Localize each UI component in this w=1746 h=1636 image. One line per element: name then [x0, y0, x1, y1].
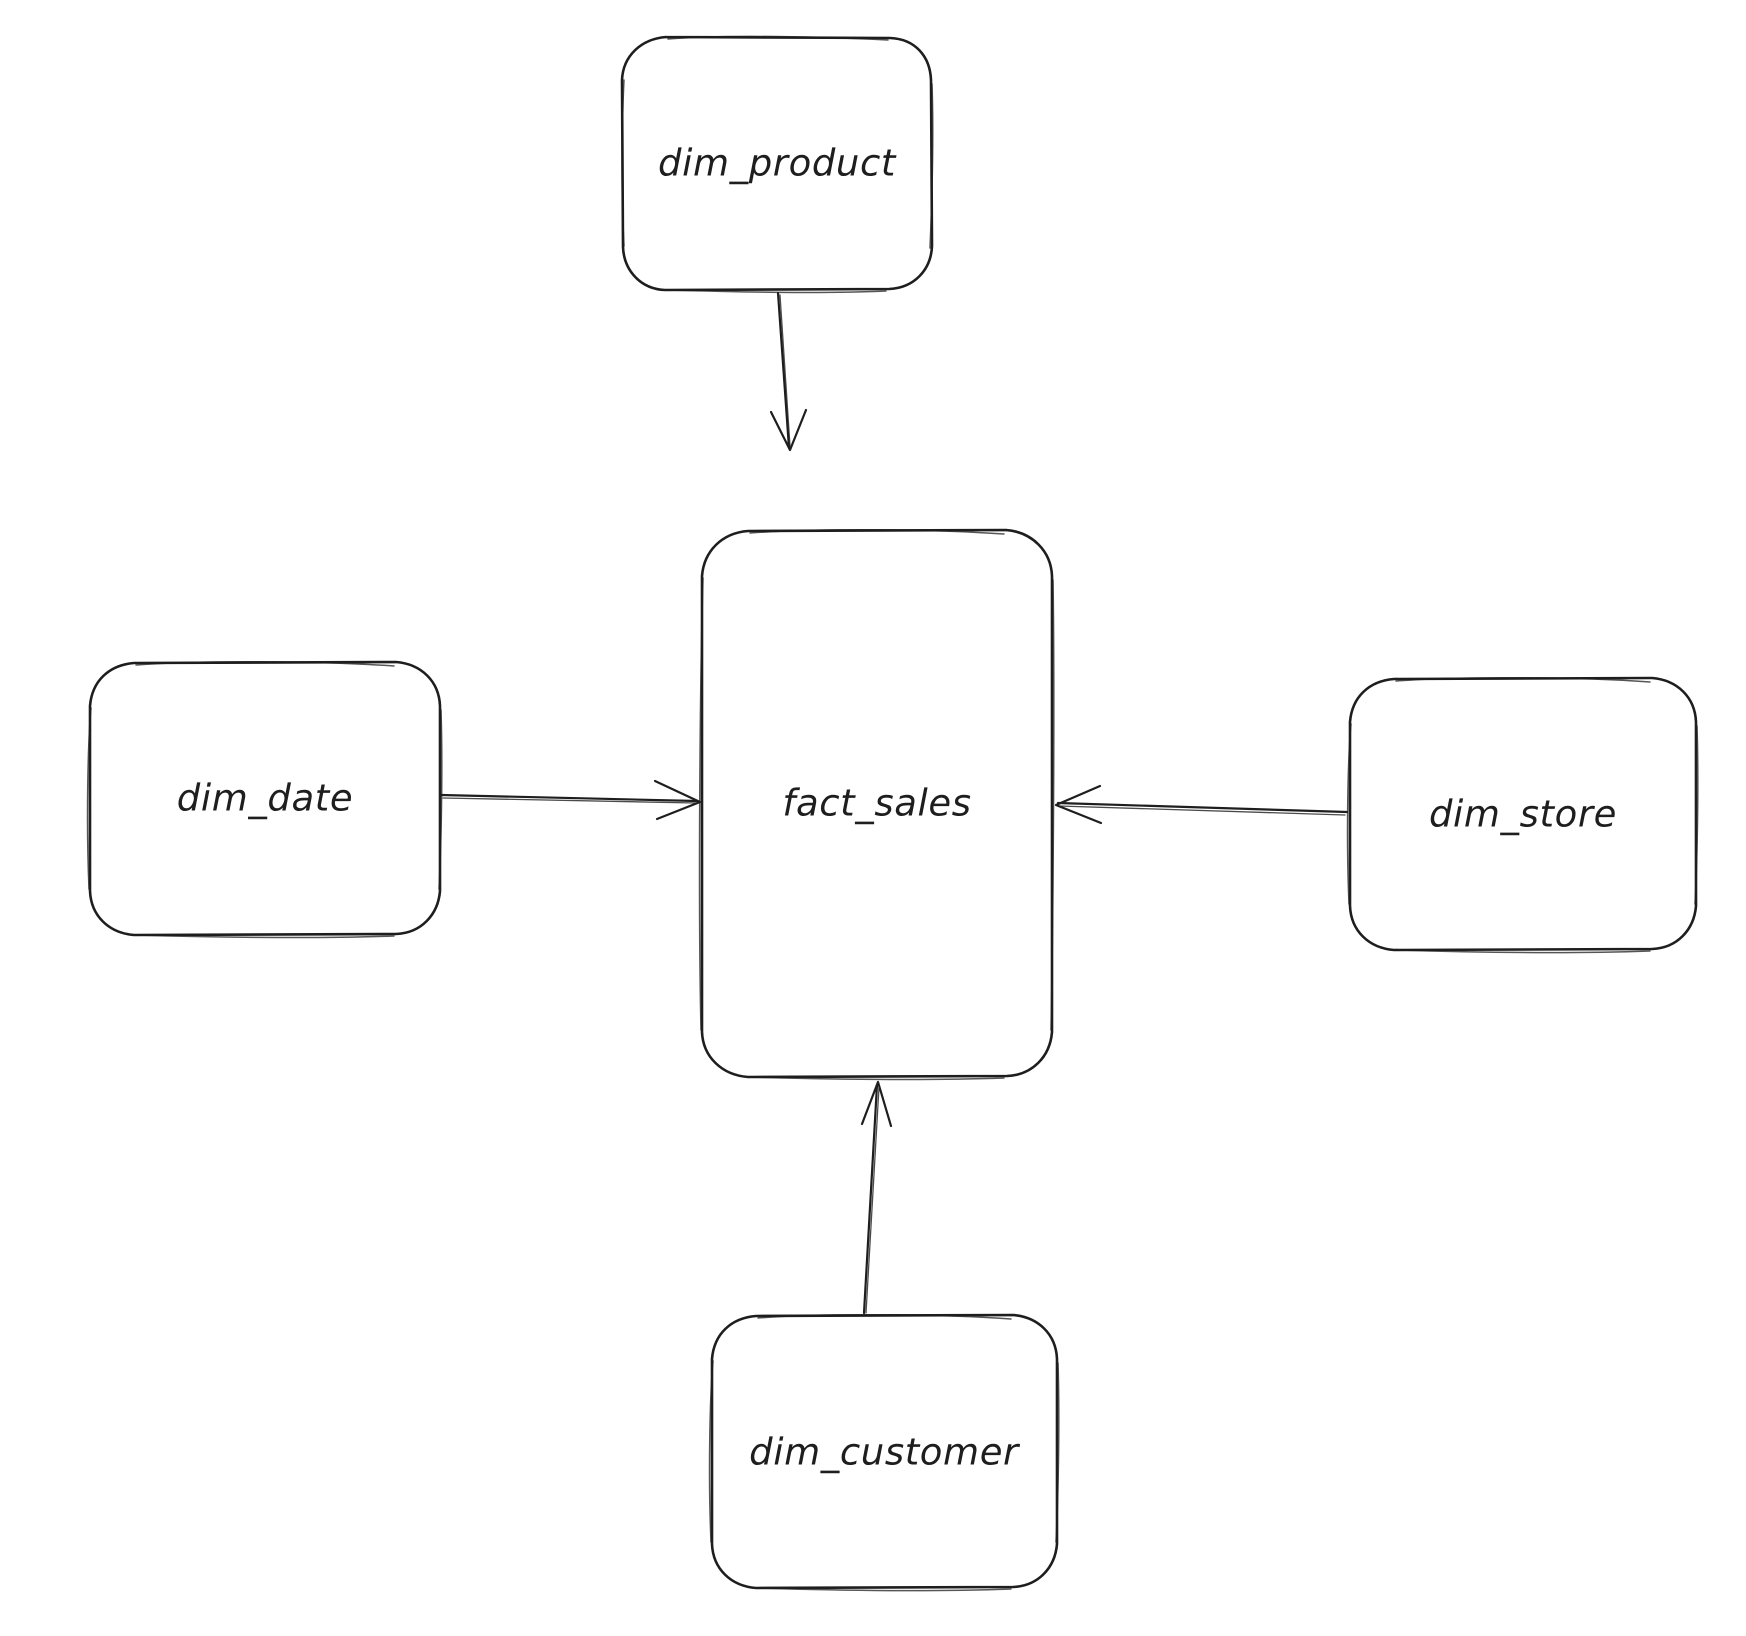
node-fact_sales[interactable]	[698, 528, 1055, 1081]
node-label-dim_date: dim_date	[176, 776, 354, 820]
arrowhead-left-icon	[1054, 784, 1103, 825]
node-dim_date[interactable]	[86, 660, 443, 939]
edge-dim_customer-to-fact_sales	[860, 1080, 893, 1315]
arrowhead-up-icon	[860, 1080, 893, 1128]
edge-dim_product-to-fact_sales	[769, 291, 808, 452]
node-dim_product[interactable]	[620, 35, 934, 294]
arrowhead-down-icon	[769, 408, 808, 452]
arrowhead-right-icon	[653, 779, 702, 821]
edge-dim_store-to-fact_sales	[1054, 784, 1349, 825]
node-label-fact_sales: fact_sales	[782, 781, 972, 825]
edge-dim_date-to-fact_sales	[439, 779, 702, 821]
node-dim_customer[interactable]	[708, 1313, 1060, 1592]
node-dim_store[interactable]	[1346, 676, 1699, 954]
node-label-dim_product: dim_product	[657, 141, 897, 185]
node-label-dim_store: dim_store	[1428, 792, 1618, 836]
node-label-dim_customer: dim_customer	[749, 1430, 1019, 1474]
